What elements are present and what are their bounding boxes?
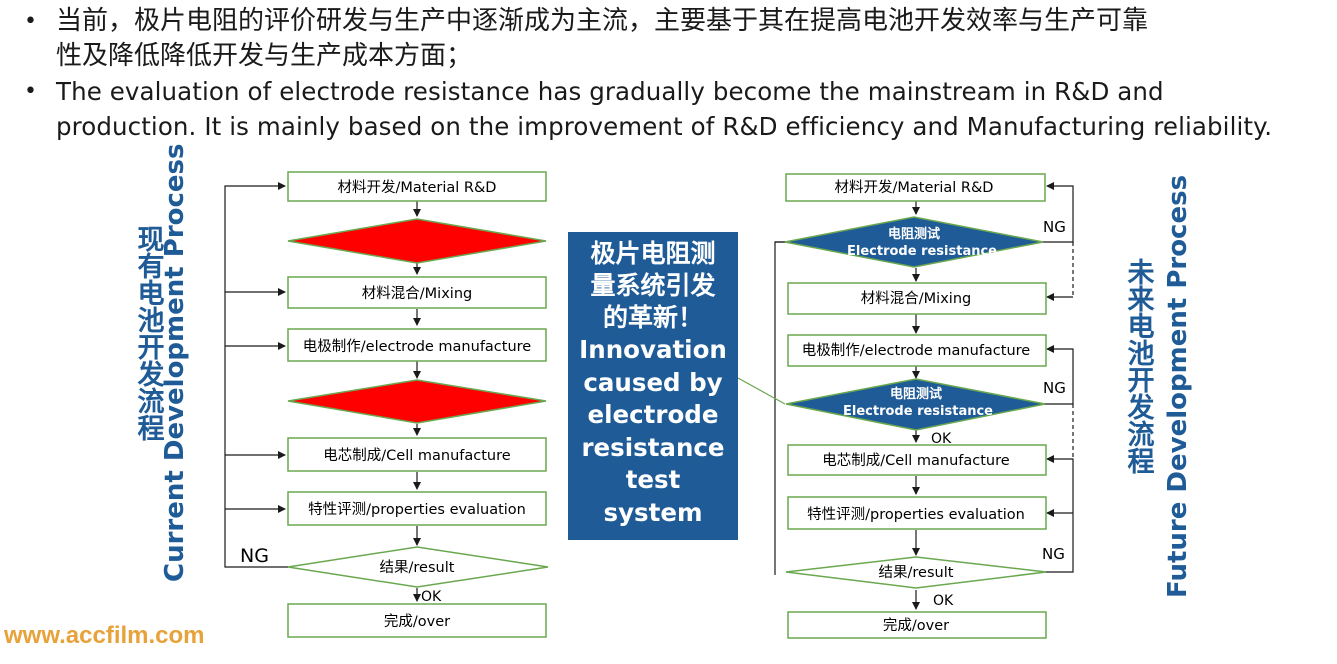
callout-en-line: caused by xyxy=(583,367,723,397)
step-box xyxy=(287,276,547,309)
callout-en-line: resistance xyxy=(581,432,725,462)
step-label: 材料开发/Material R&D xyxy=(835,179,994,196)
bullet-text: 性及降低降低开发与生产成本方面； xyxy=(56,41,473,71)
ok-label: OK xyxy=(421,589,442,605)
step-label: 电极制作/electrode manufacture xyxy=(303,338,532,355)
ok-label: OK xyxy=(933,593,954,609)
callout-cn-line: 量系统引发 xyxy=(590,271,716,300)
step-box xyxy=(787,282,1047,315)
bullet-text: 当前，极片电阻的评价研发与生产中逐渐成为主流，主要基于其在提高电池开发效率与生产… xyxy=(56,6,1149,36)
ng-label: NG xyxy=(1043,218,1066,236)
diamond-label-en: Electrode resistance xyxy=(843,404,993,419)
callout-cn-line: 的革新！ xyxy=(602,303,703,332)
step-label: 材料混合/Mixing xyxy=(362,285,472,302)
left-flow: 材料开发/Material R&D 材料混合/Mixing 电极制作/elect… xyxy=(240,171,549,638)
left-title-cn: 现有电池开发流程 xyxy=(133,225,166,441)
step-label: 电芯制成/Cell manufacture xyxy=(323,447,510,464)
step-label: 特性评测/properties evaluation xyxy=(807,506,1025,523)
result-diamond xyxy=(287,546,549,588)
result-diamond xyxy=(785,556,1047,589)
step-box xyxy=(287,437,547,472)
step-box xyxy=(287,491,547,526)
step-label: 特性评测/properties evaluation xyxy=(308,501,526,518)
step-label: 电芯制成/Cell manufacture xyxy=(822,452,1009,469)
right-title: 未来电池开发流程 Future Development Process xyxy=(1123,175,1194,598)
result-label: 结果/result xyxy=(380,559,455,576)
callout-en-line: test xyxy=(625,465,681,494)
ng-label: NG xyxy=(1042,545,1065,563)
step-label: 电极制作/electrode manufacture xyxy=(802,342,1031,359)
bullet-item-en: • The evaluation of electrode resistance… xyxy=(20,74,1335,109)
bullet-list: • 当前，极片电阻的评价研发与生产中逐渐成为主流，主要基于其在提高电池开发效率与… xyxy=(20,4,1335,144)
callout-cn-line: 极片电阻测 xyxy=(590,239,716,268)
step-box xyxy=(287,171,547,202)
step-box xyxy=(287,603,547,638)
diamond-label-en: Electrode resistance xyxy=(847,244,997,259)
diamond-label-cn: 电阻测试 xyxy=(890,386,942,402)
resistance-test-diamond xyxy=(785,378,1046,431)
step-box xyxy=(787,496,1047,530)
step-label: 材料开发/Material R&D xyxy=(338,179,497,196)
right-title-en: Future Development Process xyxy=(1163,175,1193,598)
decision-diamond xyxy=(287,218,547,264)
callout-en-line: electrode xyxy=(587,400,719,429)
step-box xyxy=(787,334,1047,367)
right-title-cn: 未来电池开发流程 xyxy=(1123,258,1156,474)
center-to-diamond-connector xyxy=(737,377,786,405)
result-label: 结果/result xyxy=(879,564,954,581)
bullet-item-cn-cont: 性及降低降低开发与生产成本方面； xyxy=(20,39,1335,74)
callout-en-line: system xyxy=(603,497,703,527)
step-box xyxy=(287,328,547,362)
bullet-dot-icon: • xyxy=(24,79,38,104)
bullet-item-en-cont: production. It is mainly based on the im… xyxy=(20,109,1335,144)
bullet-text: production. It is mainly based on the im… xyxy=(56,112,1273,141)
step-box xyxy=(787,444,1047,476)
innovation-callout: 极片电阻测 量系统引发 的革新！ Innovation caused by el… xyxy=(568,232,738,540)
bullet-item-cn: • 当前，极片电阻的评价研发与生产中逐渐成为主流，主要基于其在提高电池开发效率与… xyxy=(20,4,1335,39)
ok-label: OK xyxy=(931,431,952,447)
left-title-en: Current Development Process xyxy=(160,144,190,583)
step-box xyxy=(787,611,1047,639)
ng-label: NG xyxy=(240,545,269,567)
resistance-test-diamond xyxy=(784,216,1044,268)
diamond-label-cn: 电阻测试 xyxy=(888,226,940,242)
callout-en-line: Innovation xyxy=(579,335,727,364)
decision-diamond xyxy=(287,379,547,424)
step-label: 材料混合/Mixing xyxy=(861,290,971,307)
right-flow: 材料开发/Material R&D 电阻测试 Electrode resista… xyxy=(784,173,1066,639)
ng-label: NG xyxy=(1043,379,1066,397)
bullet-text: The evaluation of electrode resistance h… xyxy=(56,77,1164,106)
step-box xyxy=(785,173,1046,202)
left-title: 现有电池开发流程 Current Development Process xyxy=(133,144,191,583)
step-label: 完成/over xyxy=(883,617,949,634)
website-watermark[interactable]: www.accfilm.com xyxy=(4,622,205,649)
step-label: 完成/over xyxy=(384,613,450,630)
bullet-dot-icon: • xyxy=(24,9,37,34)
